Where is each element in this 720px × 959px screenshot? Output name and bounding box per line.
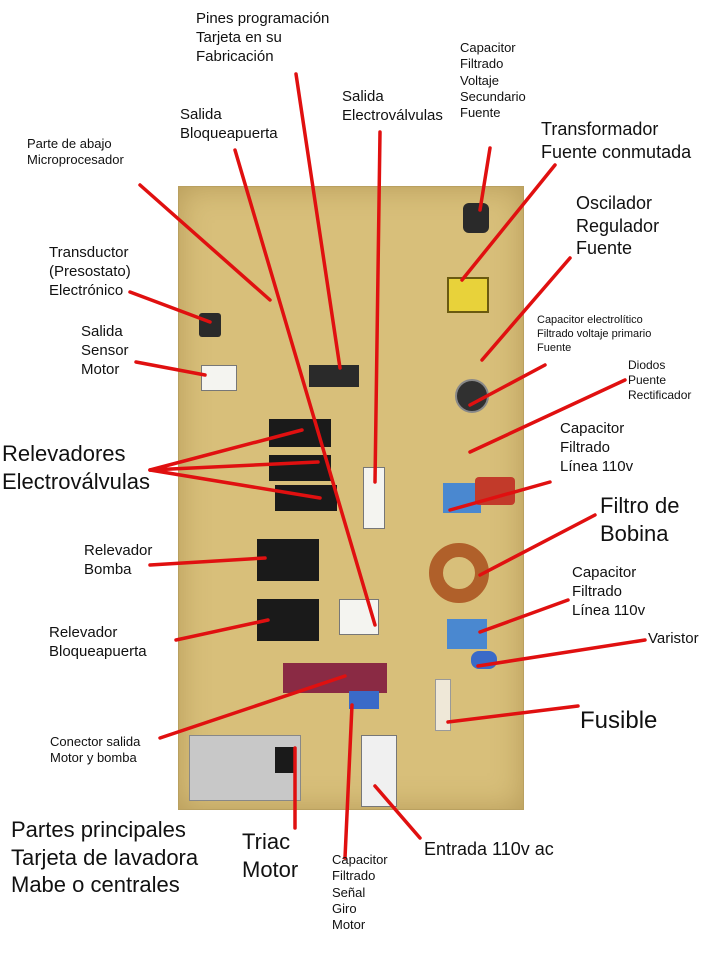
varistor-component (471, 651, 497, 669)
label-relevadores: Relevadores Electroválvulas (2, 441, 150, 494)
label-capacitor-giro: Capacitor Filtrado Señal Giro Motor (332, 852, 388, 932)
label-microprocesador: Parte de abajo Microprocesador (27, 136, 124, 168)
pump-relay-component (257, 539, 319, 581)
label-capacitor-linea-1: Capacitor Filtrado Línea 110v (560, 420, 634, 475)
rotation-capacitor-component (349, 691, 379, 709)
label-partes-principales: Partes principales Tarjeta de lavadora M… (11, 817, 199, 897)
motor-pump-connector (283, 663, 387, 693)
label-capacitor-electrolitico: Capacitor electrolítico Filtrado voltaje… (537, 314, 652, 354)
label-filtro-bobina: Filtro de Bobina (600, 493, 680, 546)
label-relevador-bloqueapuerta: Relevador Bloqueapuerta (49, 624, 147, 660)
valve-relay-2-component (269, 455, 331, 481)
label-sensor-motor: Salida Sensor Motor (81, 323, 129, 378)
label-relevador-bomba: Relevador Bomba (84, 542, 153, 578)
red-capacitor-component (475, 477, 515, 505)
coil-filter-component (429, 543, 489, 603)
label-salida-electrovalvulas: Salida Electroválvulas (342, 88, 443, 124)
label-oscilador: Oscilador Regulador Fuente (576, 193, 660, 258)
primary-capacitor-component (455, 379, 489, 413)
motor-sensor-connector (201, 365, 237, 391)
label-diodos: Diodos Puente Rectificador (628, 358, 692, 402)
triac-component (275, 747, 295, 773)
circuit-board (178, 186, 524, 810)
label-transformador: Transformador Fuente conmutada (541, 119, 692, 162)
valve-relay-3-component (275, 485, 337, 511)
line-capacitor-2-component (447, 619, 487, 649)
secondary-capacitor-component (463, 203, 489, 233)
label-entrada-110v: Entrada 110v ac (424, 839, 554, 859)
pressure-transducer-component (199, 313, 221, 337)
door-lock-relay-component (257, 599, 319, 641)
transformer-component (447, 277, 489, 313)
label-capacitor-secundario: Capacitor Filtrado Voltaje Secundario Fu… (460, 40, 526, 120)
label-capacitor-linea-2: Capacitor Filtrado Línea 110v (572, 564, 646, 619)
input-connector-component (361, 735, 397, 807)
programming-pins-connector (309, 365, 359, 387)
label-salida-bloqueapuerta: Salida Bloqueapuerta (180, 106, 278, 142)
fuse-component (435, 679, 451, 731)
label-triac-motor: Triac Motor (242, 829, 299, 882)
label-fusible: Fusible (580, 707, 658, 734)
label-pines-programacion: Pines programación Tarjeta en su Fabrica… (196, 10, 330, 65)
valve-output-connector (363, 467, 385, 529)
label-varistor: Varistor (648, 630, 699, 647)
door-lock-output-connector (339, 599, 379, 635)
label-transductor: Transductor (Presostato) Electrónico (49, 244, 131, 299)
valve-relay-1-component (269, 419, 331, 447)
label-conector-motor: Conector salida Motor y bomba (50, 734, 141, 766)
